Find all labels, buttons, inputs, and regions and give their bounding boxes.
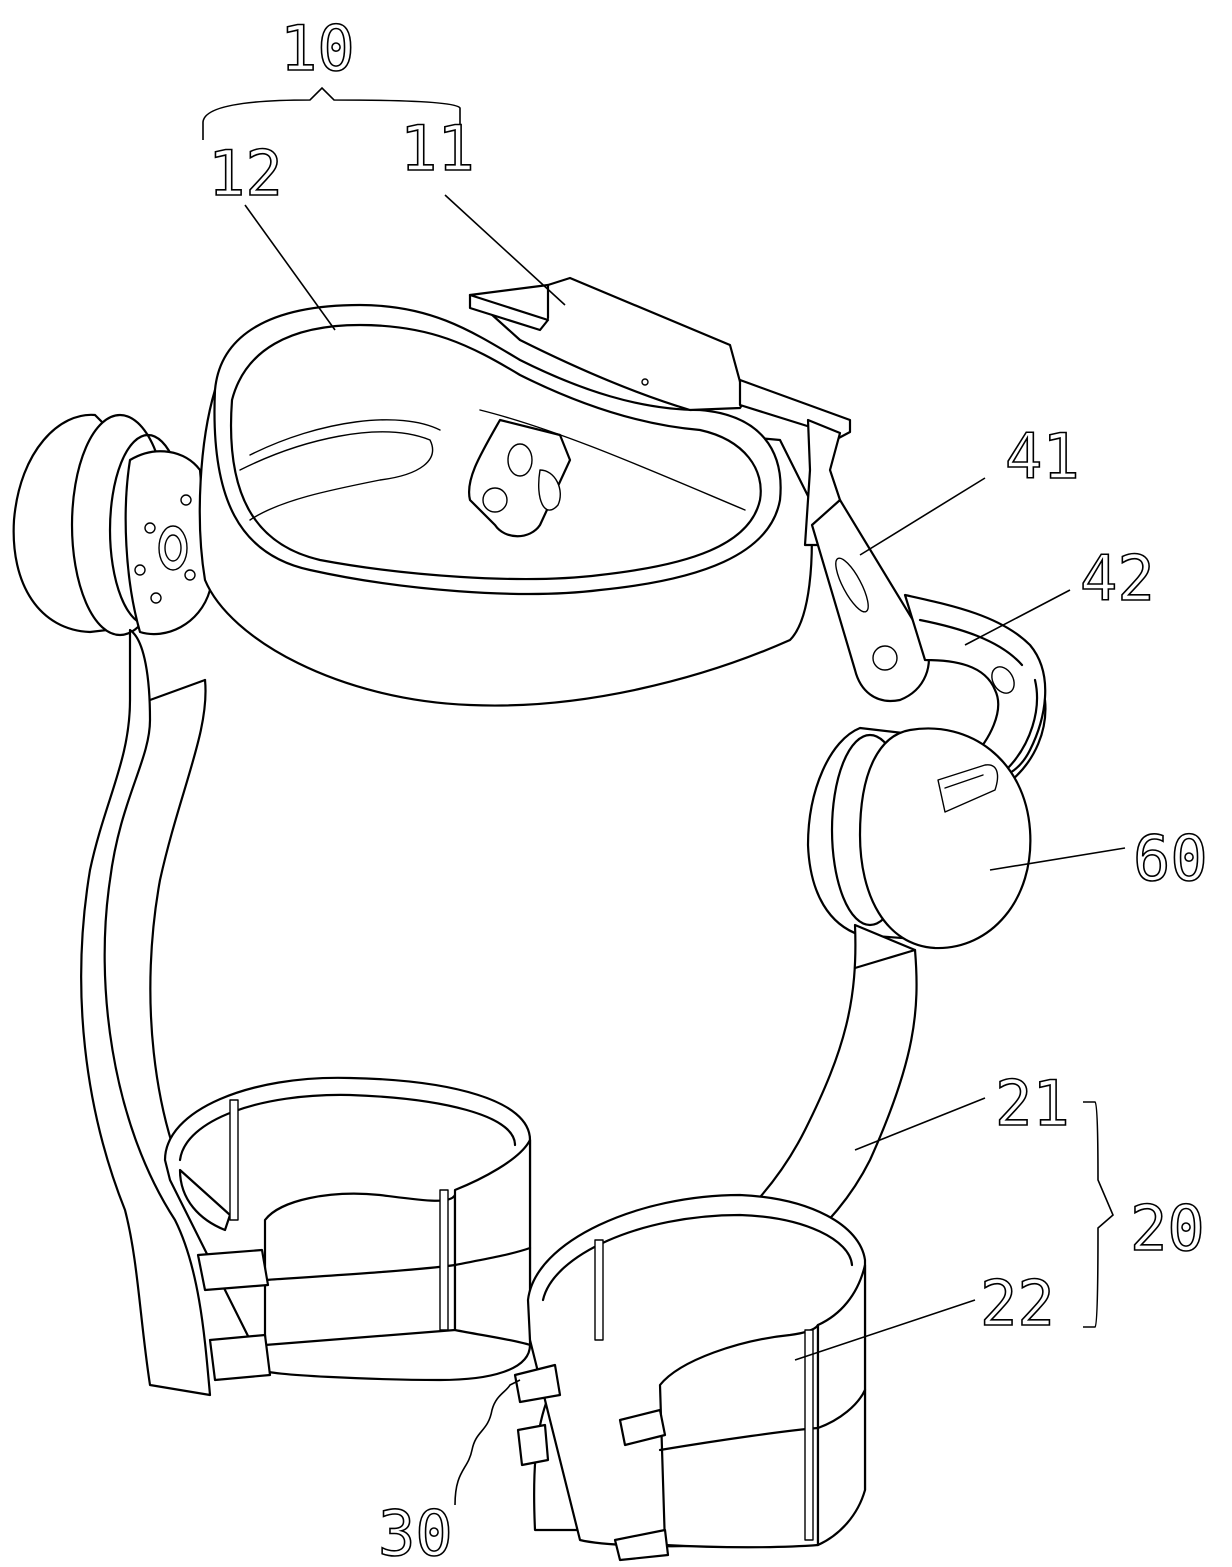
leader-12 [244,204,336,331]
label-21: 21 [995,1067,1070,1140]
leader-11 [444,194,566,306]
leader-60 [989,847,1126,871]
label-42: 42 [1080,542,1155,615]
left-strut [80,628,212,1397]
label-20: 20 [1130,1192,1205,1265]
label-12: 12 [208,137,283,210]
bracket-10 [202,86,461,140]
leader-22 [794,1299,976,1361]
leader-lines [202,86,1126,1506]
label-10: 10 [280,12,355,85]
link-42 [903,593,1047,782]
bracket-20 [1083,1101,1114,1328]
left-thigh-cuff [163,1076,532,1382]
thigh-cuff-22 [513,1193,867,1562]
label-22: 22 [980,1267,1055,1340]
left-hip-joint [12,413,212,637]
label-11: 11 [400,112,475,185]
label-60: 60 [1133,822,1208,895]
right-hip-joint-60 [806,726,1032,950]
leader-30 [454,1379,521,1506]
leader-42 [964,589,1071,646]
leader-21 [854,1097,986,1151]
reference-labels: 10 12 11 41 42 60 21 20 22 30 [207,11,1208,1567]
leader-41 [859,477,986,556]
label-30: 30 [378,1497,453,1567]
label-41: 41 [1005,420,1080,493]
inner-bracket [467,418,572,538]
